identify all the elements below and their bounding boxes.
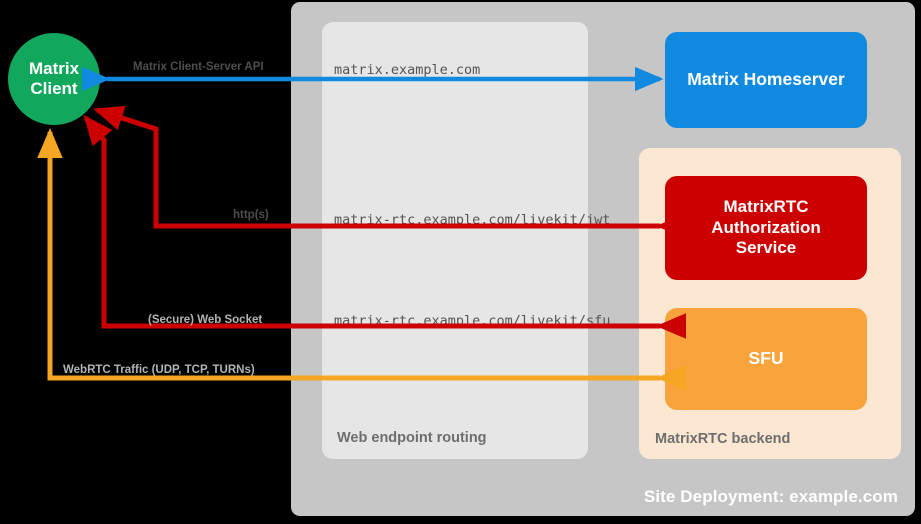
node-matrixrtc-authorization-service: MatrixRTC Authorization Service xyxy=(665,176,867,280)
matrixrtc-backend-title: MatrixRTC backend xyxy=(655,431,791,447)
node-matrix-client-label-line2: Client xyxy=(30,79,78,98)
node-matrix-homeserver: Matrix Homeserver xyxy=(665,32,867,128)
node-auth-label-group: MatrixRTC Authorization Service xyxy=(711,197,821,259)
node-sfu-label: SFU xyxy=(748,348,784,369)
flow-label-webrtc: WebRTC Traffic (UDP, TCP, TURNs) xyxy=(63,364,255,376)
endpoint-label-matrix: matrix.example.com xyxy=(334,62,481,78)
node-auth-label-line1: MatrixRTC xyxy=(723,196,809,216)
flow-label-websocket: (Secure) Web Socket xyxy=(148,314,263,326)
web-endpoint-routing-panel: Web endpoint routing xyxy=(322,22,588,459)
site-deployment-title: Site Deployment: example.com xyxy=(643,487,898,506)
node-matrix-client-label-group: Matrix Client xyxy=(29,59,79,100)
flow-label-client-server-api: Matrix Client-Server API xyxy=(133,61,264,73)
node-matrix-client-label-line1: Matrix xyxy=(28,58,80,78)
node-matrix-homeserver-label: Matrix Homeserver xyxy=(687,69,845,90)
flow-label-https: http(s) xyxy=(233,209,269,221)
endpoint-label-livekit-sfu: matrix-rtc.example.com/livekit/sfu xyxy=(334,313,611,329)
endpoint-label-livekit-jwt: matrix-rtc.example.com/livekit/jwt xyxy=(334,212,611,228)
node-sfu: SFU xyxy=(665,308,867,410)
node-auth-label-line3: Service xyxy=(735,238,797,258)
node-matrix-client: Matrix Client xyxy=(8,33,100,125)
web-endpoint-routing-title: Web endpoint routing xyxy=(337,430,487,446)
node-auth-label-line2: Authorization xyxy=(711,217,821,237)
